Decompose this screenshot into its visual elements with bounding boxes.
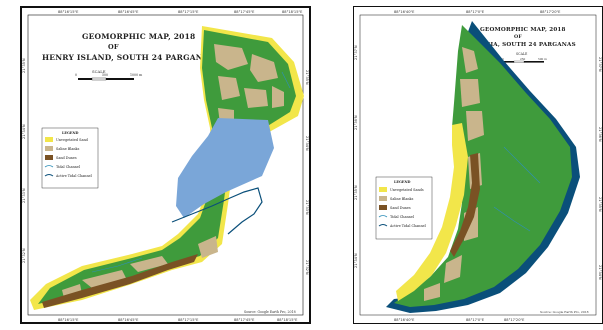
legend-label-unvegetated-sands: Unvegetated Sands	[390, 188, 424, 192]
legend-swatch-unvegetated-sand	[45, 137, 53, 142]
legend-swatch-sand-dunes	[379, 205, 387, 210]
map-title-line1: GEOMORPHIC MAP, 2018	[82, 32, 195, 41]
legend-label-saline-blanks: Saline Blanks	[56, 147, 80, 151]
bottom-coord-2: 88°16'45"E	[118, 318, 139, 322]
right-coord-2: 21°36'N	[598, 127, 602, 142]
legend-swatch-active-tidal-channel	[378, 224, 388, 227]
scale-tick-1000: 1000 m	[130, 73, 142, 77]
legend-title: LEGEND	[62, 131, 79, 135]
legend-label-active-tidal-channel: Active Tidal Channel	[55, 174, 92, 178]
legend-label-active-tidal-channel: Active Tidal Channel	[389, 224, 426, 228]
legend-label-sand-dunes: Sand Dunes	[56, 156, 77, 160]
right-coord-4: 21°34'N	[598, 265, 602, 280]
right-coord-4: 21°32'N	[305, 260, 309, 275]
right-coord-3: 21°35'N	[598, 197, 602, 212]
right-coord-1: 21°37'N	[598, 57, 602, 72]
legend-label-unvegetated-sand: Unvegetated Sand	[56, 138, 89, 142]
neatline	[359, 14, 597, 316]
legend-label-sand-dunes: Sand Dunes	[390, 206, 411, 210]
scale-tick-0: 0	[75, 73, 77, 77]
bottom-coord-2: 88°17'0"E	[466, 318, 485, 322]
neatline	[27, 14, 304, 316]
left-coord-4: 21°32'N	[22, 248, 26, 263]
top-coord-5: 88°18'15"E	[282, 10, 303, 14]
bottom-coord-1: 88°16'40"E	[394, 318, 415, 322]
bottom-coord-5: 88°18'15"E	[277, 318, 298, 322]
map-title-line3: HENRY ISLAND, SOUTH 24 PARGANAS	[42, 53, 214, 62]
scale-tick-500: 500	[102, 73, 108, 77]
scale-tick-500: 500 m	[538, 57, 547, 61]
source-note: Source: Google Earth Pro, 2018	[244, 310, 296, 314]
top-coord-2: 88°16'45"E	[118, 10, 139, 14]
legend-label-saline-blanks: Saline Blanks	[390, 197, 414, 201]
scale-label: SCALE	[516, 52, 528, 56]
top-coord-4: 88°17'45"E	[234, 10, 255, 14]
left-coord-4: 21°34'N	[354, 253, 358, 268]
left-coord-1: 21°35'N	[22, 58, 26, 73]
bottom-coord-3: 88°17'20"E	[504, 318, 525, 322]
source-note: Source: Google Earth Pro, 2018	[540, 310, 589, 314]
top-coord-1: 88°16'40"E	[394, 10, 415, 14]
bottom-coord-3: 88°17'15"E	[178, 318, 199, 322]
left-coord-3: 21°33'N	[22, 188, 26, 203]
top-coord-1: 88°16'15"E	[58, 10, 79, 14]
left-coord-1: 21°37'N	[354, 45, 358, 60]
legend-left: LEGEND Unvegetated Sand Saline Blanks Sa…	[41, 127, 99, 189]
legend-label-tidal-channel: Tidal Channel	[390, 215, 414, 219]
legend-swatch-saline-blanks	[379, 196, 387, 201]
left-coord-2: 21°34'N	[22, 124, 26, 139]
map-panel-henry-island: 88°16'15"E 88°16'45"E 88°17'15"E 88°17'4…	[20, 6, 311, 324]
map-title-line1: GEOMORPHIC MAP, 2018	[480, 27, 566, 33]
top-coord-3: 88°17'20"E	[540, 10, 561, 14]
legend-swatch-tidal-channel	[378, 215, 388, 218]
legend-swatch-saline-blanks	[45, 146, 53, 151]
bottom-coord-4: 88°17'45"E	[234, 318, 255, 322]
legend-swatch-active-tidal-channel	[44, 174, 54, 177]
scale-bar	[504, 60, 544, 63]
map-title-line3: PATHUNIA, SOUTH 24 PARGANAS	[462, 42, 576, 48]
legend-label-tidal-channel: Tidal Channel	[56, 165, 80, 169]
left-coord-3: 21°35'N	[354, 185, 358, 200]
pathunia-landmass	[386, 21, 580, 313]
right-coord-2: 21°34'N	[305, 136, 309, 151]
right-coord-1: 21°35'N	[305, 70, 309, 85]
scale-tick-0: 0	[502, 57, 504, 61]
map-panel-pathunia: 88°16'40"E 88°17'0"E 88°17'20"E 88°16'40…	[353, 6, 603, 324]
legend-swatch-sand-dunes	[45, 155, 53, 160]
top-coord-3: 88°17'15"E	[178, 10, 199, 14]
legend-swatch-tidal-channel	[44, 165, 54, 168]
legend-swatch-unvegetated-sands	[379, 187, 387, 192]
henry-island-map: 88°16'15"E 88°16'45"E 88°17'15"E 88°17'4…	[22, 10, 309, 322]
legend-right: LEGEND Unvegetated Sands Saline Blanks S…	[375, 176, 433, 240]
bottom-coord-1: 88°16'15"E	[58, 318, 79, 322]
map-title-line2: OF	[108, 43, 119, 51]
right-coord-3: 21°33'N	[305, 200, 309, 215]
legend-title: LEGEND	[394, 180, 411, 184]
henry-island-landmass	[30, 26, 304, 310]
scale-tick-250: 250	[520, 57, 526, 61]
pathunia-map: 88°16'40"E 88°17'0"E 88°17'20"E 88°16'40…	[354, 10, 602, 322]
map-title-line2: OF	[514, 34, 522, 40]
top-coord-2: 88°17'0"E	[466, 10, 485, 14]
scale-bar	[78, 77, 134, 81]
scale-label: SCALE	[92, 69, 106, 74]
left-coord-2: 21°36'N	[354, 115, 358, 130]
